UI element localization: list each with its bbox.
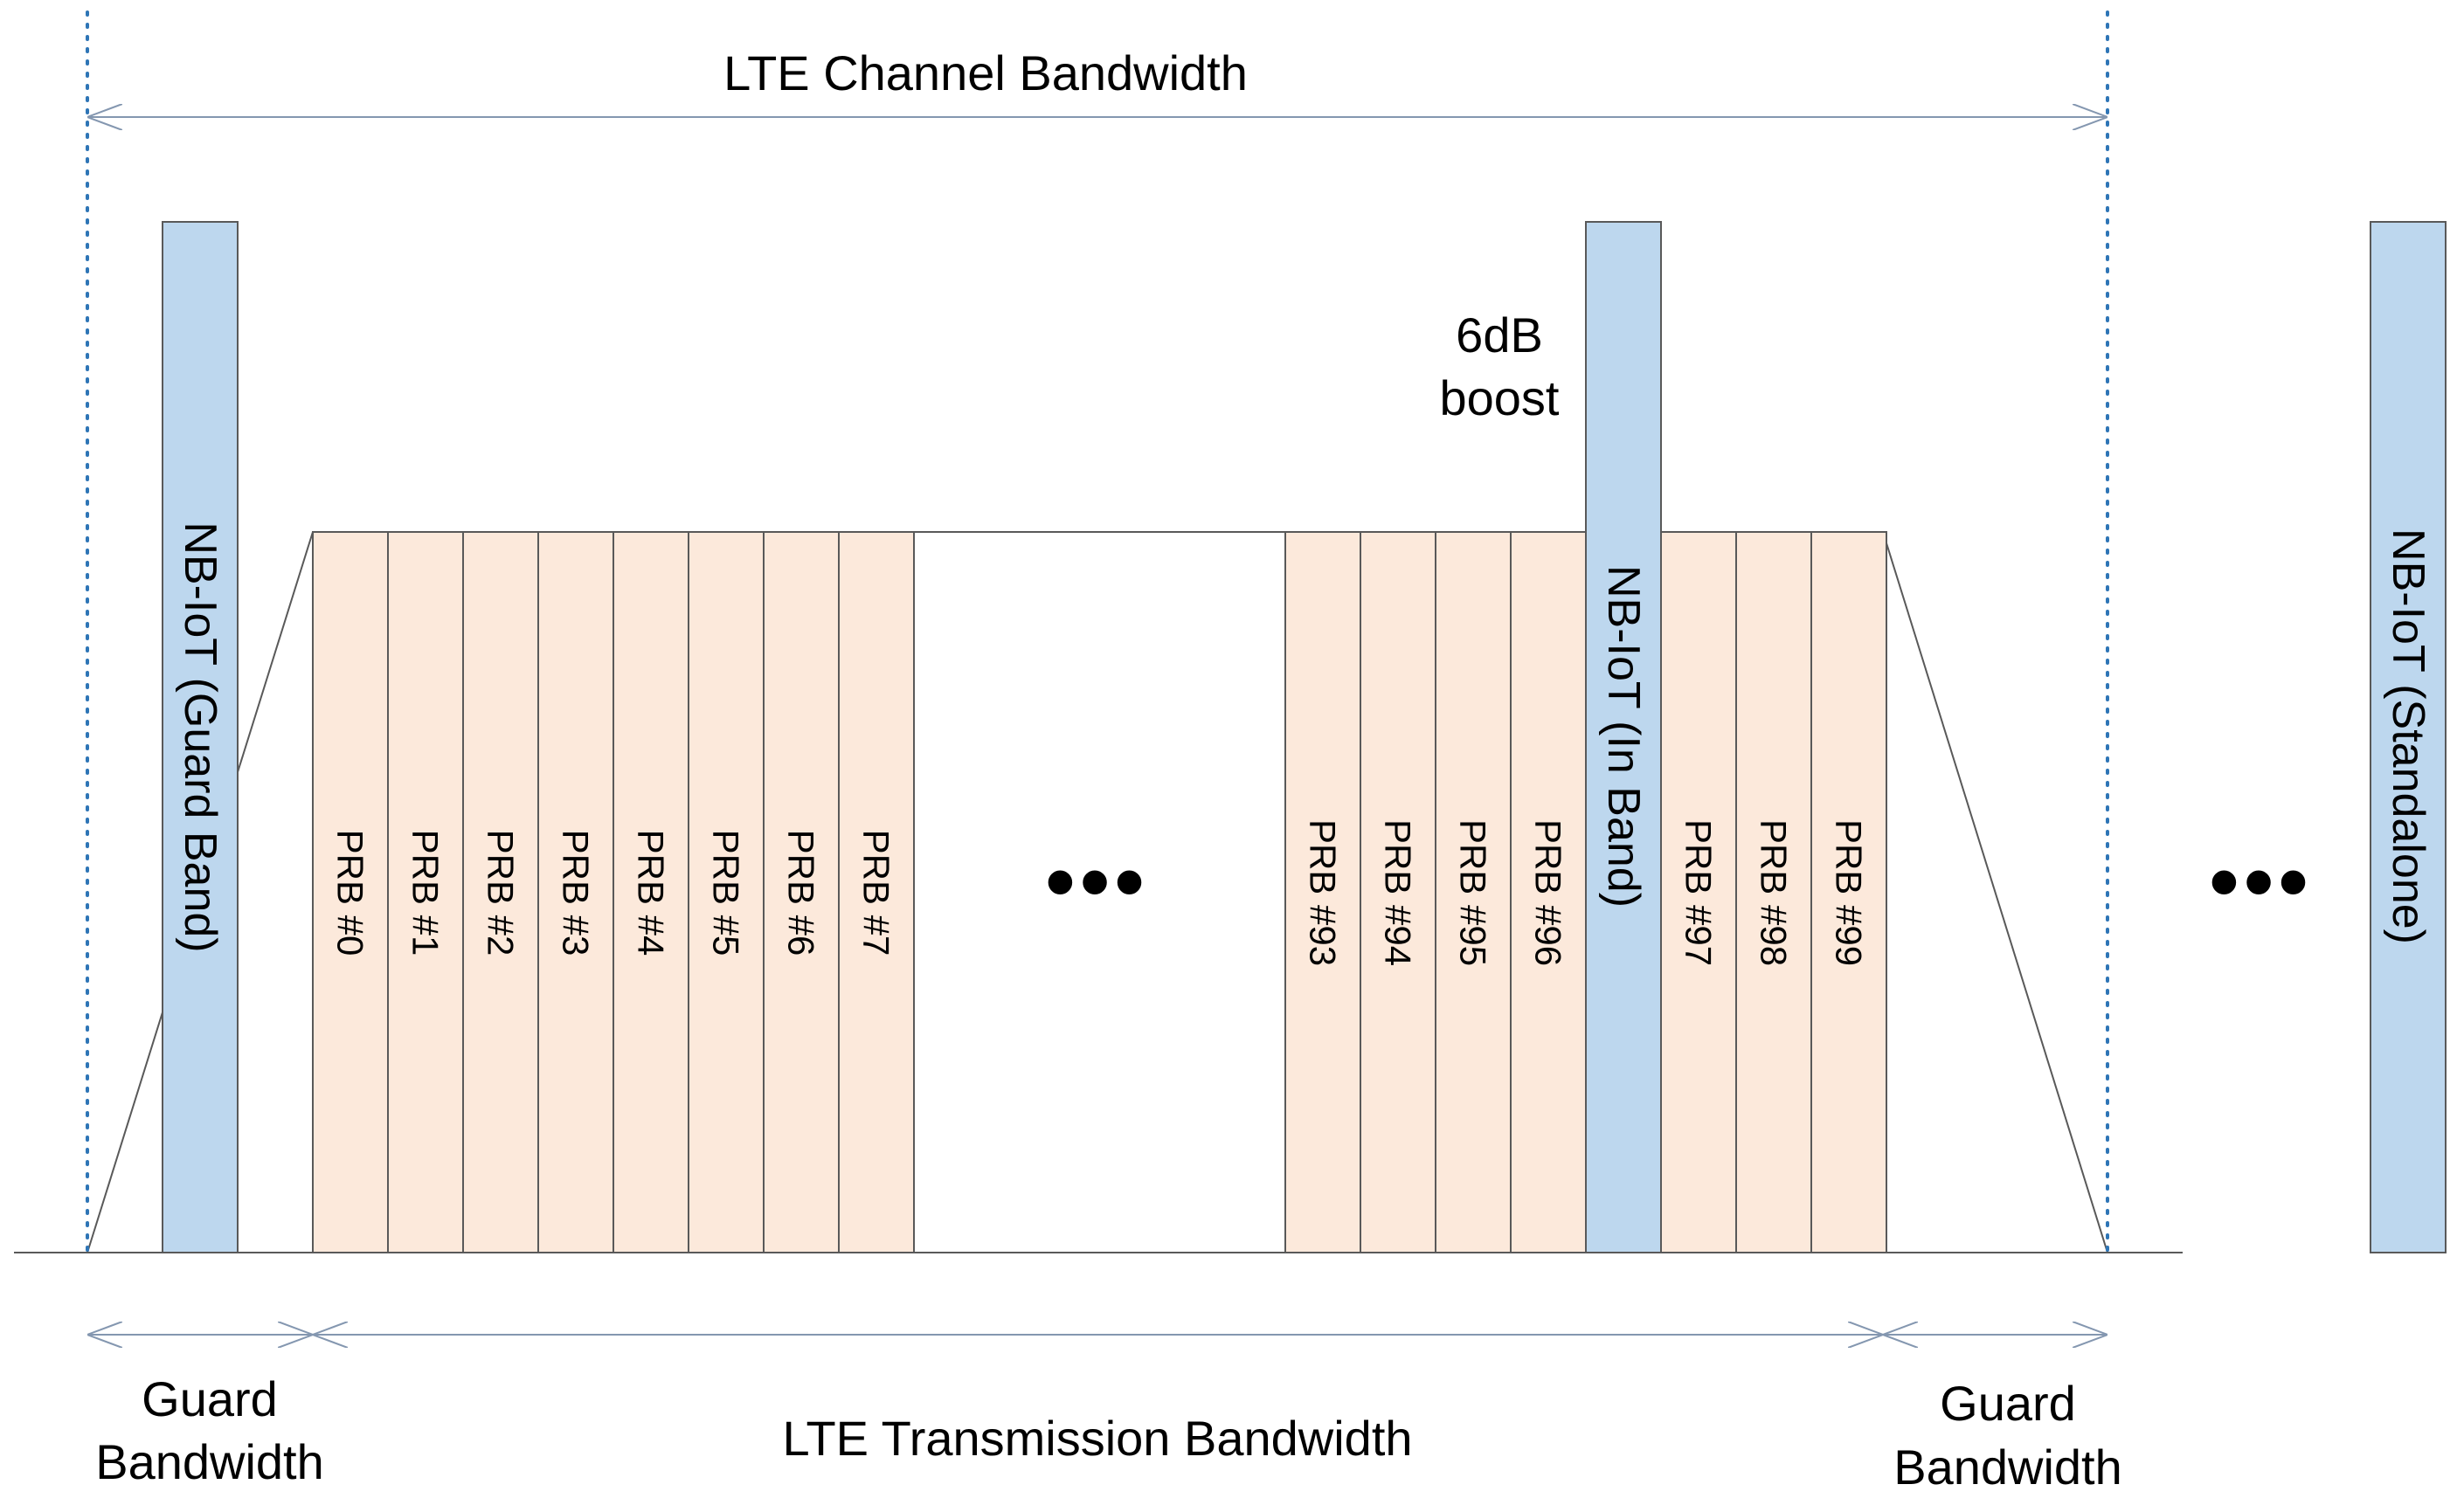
- prb-block-label: PRB #0: [330, 830, 371, 956]
- prb-group-high: PRB #93 PRB #94 PRB #95 PRB #96 PRB #97 PRB #…: [1284, 531, 1887, 1253]
- guard-bandwidth-left-line2: Bandwidth: [95, 1434, 324, 1489]
- channel-bandwidth-label: LTE Channel Bandwidth: [723, 45, 1248, 100]
- prb-block: PRB #1: [387, 531, 464, 1253]
- prb-block: PRB #96: [1510, 531, 1587, 1253]
- prb-block-rect: [1810, 531, 1887, 1253]
- prb-block-label: PRB #99: [1829, 819, 1870, 966]
- prb-block-label: PRB #5: [706, 830, 747, 956]
- prb-block-label: PRB #1: [405, 830, 446, 956]
- prb-block: PRB #5: [688, 531, 765, 1253]
- prb-block: PRB #98: [1735, 531, 1812, 1253]
- nbiot-in-band-label: NB-IoT (In Band): [1598, 565, 1649, 908]
- prb-block: PRB #4: [613, 531, 689, 1253]
- prb-block: PRB #6: [763, 531, 840, 1253]
- prb-block-label: PRB #93: [1303, 819, 1344, 966]
- prb-ellipsis: •••: [1046, 835, 1150, 929]
- boost-label-line1: 6dB: [1456, 307, 1543, 362]
- boost-label-line2: boost: [1440, 370, 1560, 425]
- prb-block-label: PRB #7: [856, 830, 897, 956]
- transmission-bandwidth-label: LTE Transmission Bandwidth: [782, 1411, 1412, 1466]
- prb-block-label: PRB #3: [556, 830, 597, 956]
- prb-block: PRB #3: [537, 531, 614, 1253]
- prb-block: PRB #99: [1810, 531, 1887, 1253]
- prb-block-label: PRB #96: [1528, 819, 1569, 966]
- prb-block-label: PRB #6: [781, 830, 822, 956]
- guard-bandwidth-left-line1: Guard: [142, 1371, 278, 1426]
- prb-block-label: PRB #94: [1378, 819, 1419, 966]
- prb-block-rect: [688, 531, 765, 1253]
- nbiot-guard-band-carrier: NB-IoT (Guard Band): [162, 221, 239, 1253]
- prb-block-rect: [312, 531, 389, 1253]
- prb-block-rect: [1510, 531, 1587, 1253]
- spectrum-right-slope: [1882, 531, 2108, 1253]
- nbiot-standalone-carrier: NB-IoT (Standalone): [2370, 221, 2447, 1253]
- prb-block: PRB #2: [462, 531, 539, 1253]
- standalone-ellipsis: •••: [2210, 835, 2314, 929]
- prb-block-rect: [387, 531, 464, 1253]
- prb-block: PRB #94: [1360, 531, 1436, 1253]
- prb-block-label: PRB #95: [1453, 819, 1494, 966]
- guard-bandwidth-right-line1: Guard: [1940, 1376, 2076, 1431]
- prb-block-rect: [1435, 531, 1512, 1253]
- prb-block-label: PRB #4: [631, 830, 672, 956]
- prb-block-label: PRB #2: [481, 830, 522, 956]
- prb-block-rect: [462, 531, 539, 1253]
- prb-block: PRB #0: [312, 531, 389, 1253]
- nbiot-in-band-carrier: NB-IoT (In Band): [1585, 221, 1662, 1253]
- prb-group-low: PRB #0 PRB #1 PRB #2 PRB #3 PRB #4 PRB #5 PRB …: [312, 531, 915, 1253]
- prb-block-label: PRB #97: [1678, 819, 1720, 966]
- nbiot-guard-band-label: NB-IoT (Guard Band): [175, 521, 225, 952]
- prb-block-label: PRB #98: [1754, 819, 1795, 966]
- guard-bandwidth-right-line2: Bandwidth: [1893, 1440, 2122, 1495]
- prb-block: PRB #97: [1660, 531, 1737, 1253]
- prb-block-rect: [1360, 531, 1436, 1253]
- prb-block: PRB #93: [1284, 531, 1361, 1253]
- nbiot-standalone-label: NB-IoT (Standalone): [2383, 528, 2433, 944]
- prb-block: PRB #95: [1435, 531, 1512, 1253]
- prb-block-rect: [763, 531, 840, 1253]
- prb-block: PRB #7: [838, 531, 915, 1253]
- prb-block-rect: [537, 531, 614, 1253]
